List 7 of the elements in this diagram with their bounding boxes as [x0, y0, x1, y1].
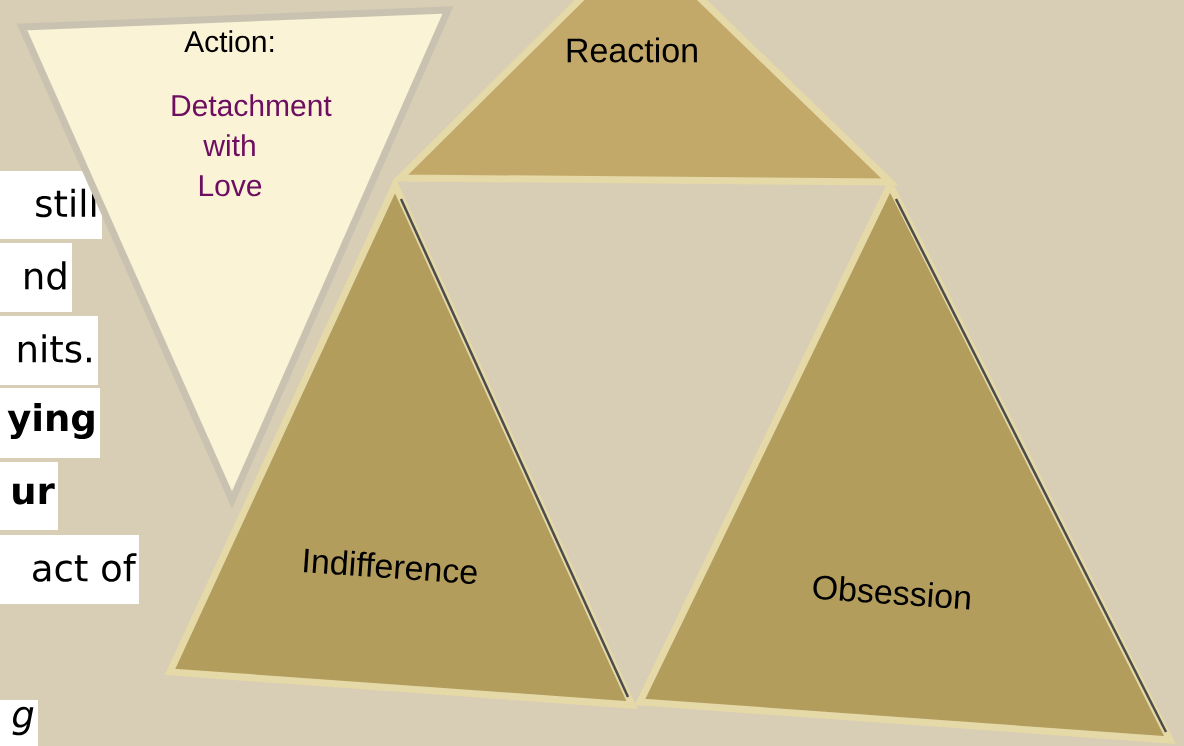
text-fragment: ying [0, 388, 100, 458]
text-fragment: nd [0, 243, 72, 312]
text-fragment: ur [0, 462, 58, 530]
text-fragment: g [0, 700, 38, 746]
text-fragment: still [0, 171, 102, 239]
text-fragment: nits. [0, 316, 98, 385]
text-fragment: act of [0, 535, 139, 604]
